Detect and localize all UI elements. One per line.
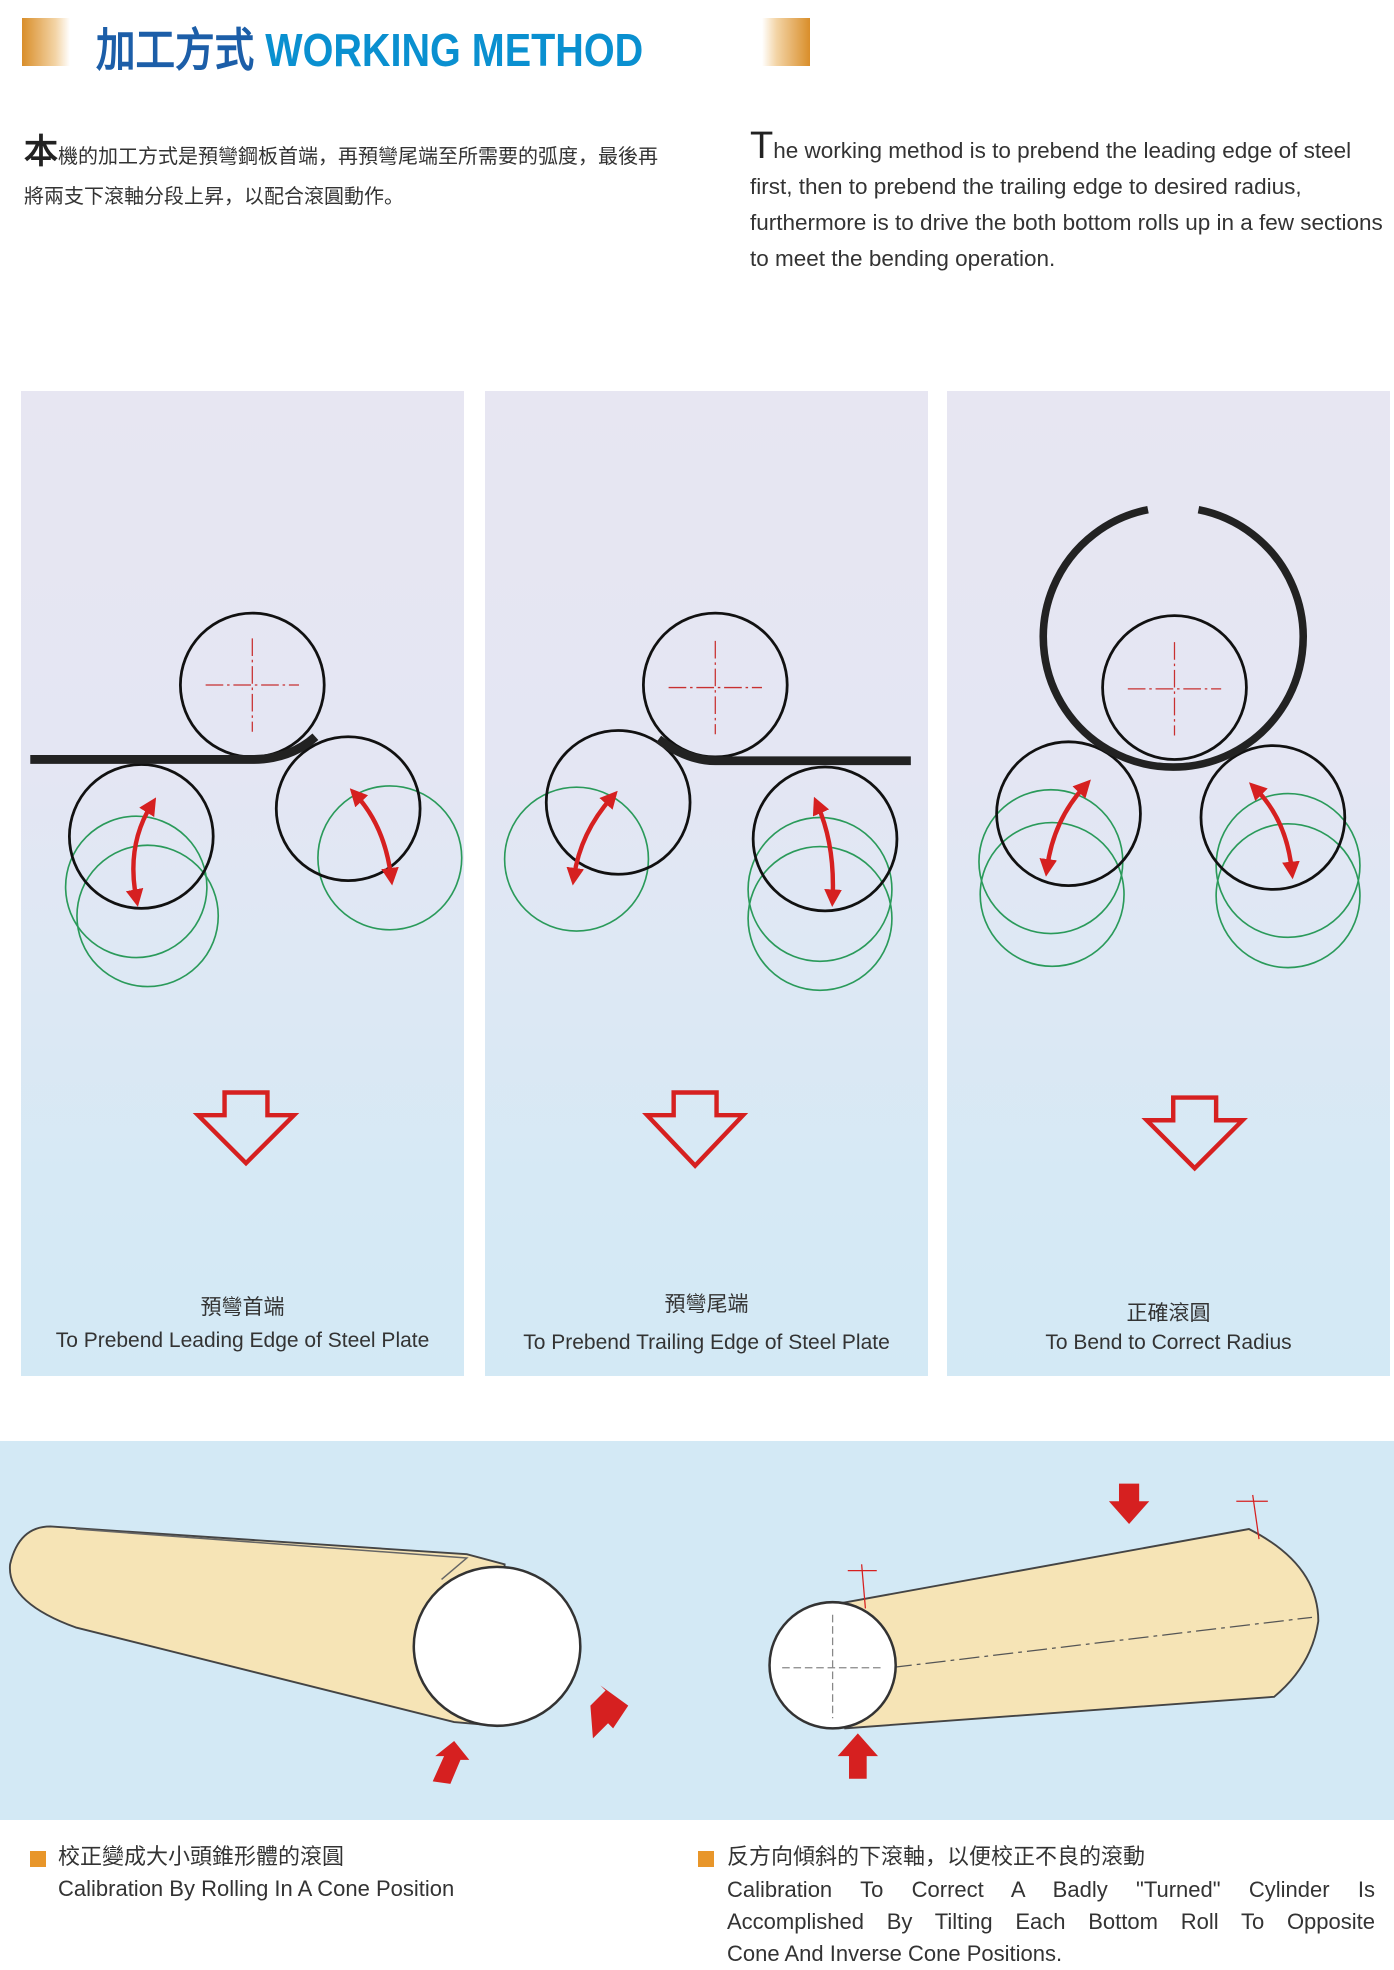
caption-zh: 反方向傾斜的下滾軸，以便校正不良的滾動	[727, 1844, 1146, 1869]
panel-prebend-trailing: 預彎尾端 To Prebend Trailing Edge of Steel P…	[485, 391, 928, 1376]
page-title: 加工方式 WORKING METHOD	[96, 24, 644, 76]
panel-correct-radius: 正確滾圓 To Bend to Correct Radius	[947, 391, 1390, 1376]
intro-zh: 本機的加工方式是預彎鋼板首端，再預彎尾端至所需要的弧度，最後再將兩支下滾軸分段上…	[24, 132, 658, 208]
panel-label-en: To Prebend Trailing Edge of Steel Plate	[523, 1331, 890, 1354]
bullet-icon	[698, 1851, 714, 1867]
calibration-band	[0, 1441, 1394, 1820]
title-bar-left	[22, 18, 70, 66]
panel-label-zh: 預彎尾端	[664, 1293, 749, 1316]
panel-label-en: To Prebend Leading Edge of Steel Plate	[55, 1329, 430, 1352]
intro-en: The working method is to prebend the lea…	[750, 125, 1383, 271]
panel-label-zh: 正確滾圓	[1126, 1302, 1211, 1325]
caption-en: Cone And Inverse Cone Positions.	[727, 1941, 1063, 1966]
caption-en: Calibration By Rolling In A Cone Positio…	[58, 1876, 455, 1901]
bullet-icon	[30, 1851, 46, 1867]
caption-en: Calibration To Correct A Badly "Turned" …	[727, 1877, 1375, 1902]
caption-en: Accomplished By Tilting Each Bottom Roll…	[727, 1909, 1375, 1934]
panel-label-zh: 預彎首端	[200, 1296, 285, 1319]
caption-zh: 校正變成大小頭錐形體的滾圓	[58, 1844, 345, 1869]
title-bar-right	[762, 18, 810, 66]
panel-label-en: To Bend to Correct Radius	[1045, 1331, 1292, 1354]
panel-prebend-leading: 預彎首端 To Prebend Leading Edge of Steel Pl…	[21, 391, 464, 1376]
